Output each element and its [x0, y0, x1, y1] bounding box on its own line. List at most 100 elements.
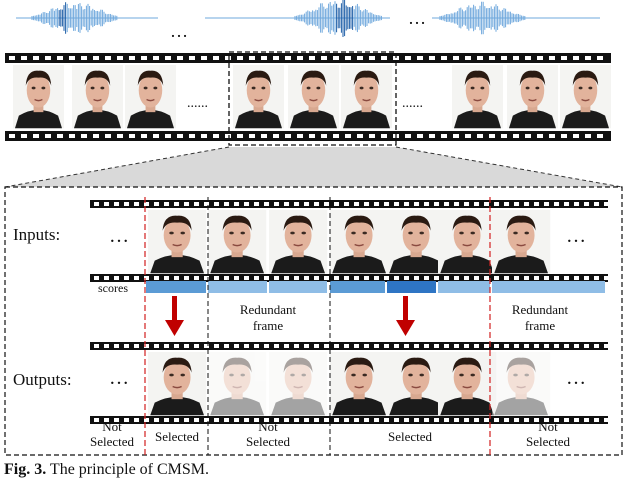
film-hole — [344, 418, 349, 422]
film-hole — [141, 134, 147, 138]
film-hole — [201, 134, 207, 138]
selected-2: Selected — [388, 429, 433, 444]
film-hole — [464, 202, 469, 206]
film-hole — [404, 344, 409, 348]
film-hole — [261, 56, 267, 60]
film-hole — [429, 134, 435, 138]
film-hole — [585, 134, 591, 138]
film-hole — [164, 202, 169, 206]
film-hole — [374, 344, 379, 348]
film-hole — [494, 418, 499, 422]
film-hole — [364, 202, 369, 206]
film-hole — [204, 276, 209, 280]
film-hole — [584, 418, 589, 422]
film-hole — [324, 202, 329, 206]
film-hole — [264, 202, 269, 206]
film-hole — [153, 56, 159, 60]
film-hole — [144, 344, 149, 348]
film-hole — [334, 418, 339, 422]
input-frame — [147, 209, 207, 274]
film-hole — [104, 418, 109, 422]
film-hole — [314, 202, 319, 206]
film-hole — [144, 202, 149, 206]
film-hole — [204, 418, 209, 422]
film-hole — [374, 418, 379, 422]
film-hole — [394, 276, 399, 280]
film-hole — [57, 56, 63, 60]
film-hole — [94, 202, 99, 206]
film-hole — [424, 202, 429, 206]
inputs-ellipsis-right: … — [566, 225, 586, 247]
film-hole — [504, 418, 509, 422]
film-hole — [454, 344, 459, 348]
film-hole — [104, 344, 109, 348]
film-hole — [177, 134, 183, 138]
film-hole — [129, 134, 135, 138]
film-hole — [524, 202, 529, 206]
film-hole — [564, 276, 569, 280]
film-hole — [189, 134, 195, 138]
film-hole — [184, 202, 189, 206]
film-hole — [354, 202, 359, 206]
film-hole — [321, 134, 327, 138]
film-hole — [309, 56, 315, 60]
caption-label: Fig. 3. — [4, 461, 46, 478]
film-hole — [244, 418, 249, 422]
detail-box — [4, 186, 623, 456]
film-hole — [213, 134, 219, 138]
film-hole — [514, 344, 519, 348]
film-hole — [524, 418, 529, 422]
film-hole — [584, 202, 589, 206]
film-hole — [117, 56, 123, 60]
film-hole — [574, 202, 579, 206]
film-hole — [434, 344, 439, 348]
film-hole — [444, 276, 449, 280]
film-hole — [284, 202, 289, 206]
film-hole — [254, 276, 259, 280]
film-hole — [297, 56, 303, 60]
film-hole — [314, 276, 319, 280]
film-hole — [544, 418, 549, 422]
select-arrow-1 — [165, 296, 184, 336]
redundant-label-2-line2: frame — [525, 318, 556, 333]
selected-1: Selected — [155, 429, 200, 444]
film-hole — [585, 56, 591, 60]
film-hole — [304, 202, 309, 206]
film-hole — [573, 134, 579, 138]
film-hole — [384, 276, 389, 280]
film-hole — [184, 276, 189, 280]
film-hole — [453, 56, 459, 60]
film-hole — [57, 134, 63, 138]
film-hole — [404, 276, 409, 280]
film-hole — [264, 344, 269, 348]
film-hole — [554, 202, 559, 206]
film-hole — [9, 56, 15, 60]
film-hole — [544, 344, 549, 348]
not-selected-3-line2: Selected — [526, 434, 571, 449]
film-hole — [94, 276, 99, 280]
outputs-label: Outputs: — [13, 370, 72, 389]
film-hole — [164, 344, 169, 348]
film-hole — [465, 134, 471, 138]
film-hole — [464, 418, 469, 422]
outputs-ellipsis-right: … — [566, 367, 586, 389]
film-hole — [381, 134, 387, 138]
film-hole — [304, 276, 309, 280]
film-hole — [477, 134, 483, 138]
film-hole — [384, 344, 389, 348]
figure-caption: Fig. 3. The principle of CMSM. — [4, 461, 209, 478]
film-hole — [254, 202, 259, 206]
film-hole — [381, 56, 387, 60]
film-hole — [225, 134, 231, 138]
inputs-label: Inputs: — [13, 225, 60, 244]
film-hole — [144, 276, 149, 280]
film-hole — [154, 344, 159, 348]
film-hole — [414, 418, 419, 422]
film-hole — [465, 56, 471, 60]
film-hole — [494, 344, 499, 348]
inputs-strip — [90, 200, 609, 282]
film-hole — [434, 202, 439, 206]
film-hole — [225, 56, 231, 60]
film-hole — [364, 344, 369, 348]
film-hole — [93, 56, 99, 60]
